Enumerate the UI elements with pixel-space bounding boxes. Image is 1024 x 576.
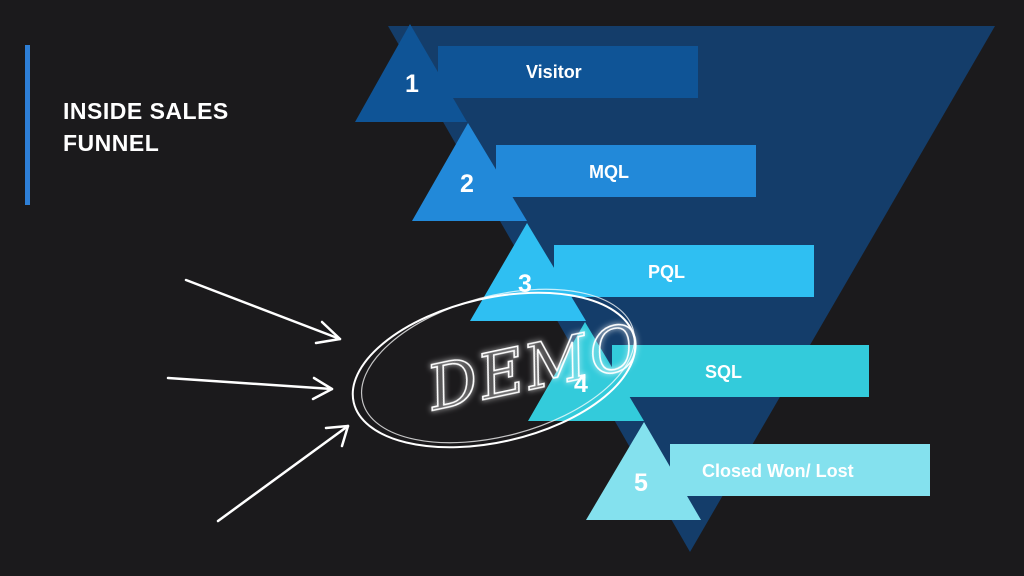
stage-1-bar — [438, 46, 698, 98]
arrow-top-icon — [184, 278, 342, 345]
funnel-stage-1: 1 Visitor — [355, 24, 698, 122]
funnel-stage-4: 4 SQL — [528, 322, 869, 421]
stage-5-number: 5 — [634, 469, 648, 497]
funnel-stage-3: 3 PQL — [470, 223, 814, 321]
stage-1-number: 1 — [405, 70, 419, 98]
slide-title: INSIDE SALES FUNNEL — [63, 95, 229, 159]
stage-3-label: PQL — [648, 262, 685, 282]
stage-2-label: MQL — [589, 162, 629, 182]
title-accent-bar — [25, 45, 30, 205]
pointer-arrows — [166, 278, 350, 523]
funnel-stage-2: 2 MQL — [412, 123, 756, 221]
funnel-stage-5: 5 Closed Won/ Lost — [586, 422, 930, 520]
demo-highlight-ellipse-stroke-2 — [360, 288, 636, 444]
stage-2-bar — [496, 145, 756, 197]
arrow-middle-icon — [166, 376, 334, 401]
stage-1-label: Visitor — [526, 62, 582, 82]
slide-title-line-2: FUNNEL — [63, 130, 160, 156]
stage-5-label: Closed Won/ Lost — [702, 461, 854, 481]
stage-2-number: 2 — [460, 170, 474, 198]
stage-4-label: SQL — [705, 362, 742, 382]
slide-title-line-1: INSIDE SALES — [63, 98, 229, 124]
stage-5-bar — [670, 444, 930, 496]
stage-4-bar — [612, 345, 869, 397]
arrow-bottom-icon — [216, 424, 350, 523]
stage-4-number: 4 — [574, 370, 588, 398]
stage-3-bar — [554, 245, 814, 297]
